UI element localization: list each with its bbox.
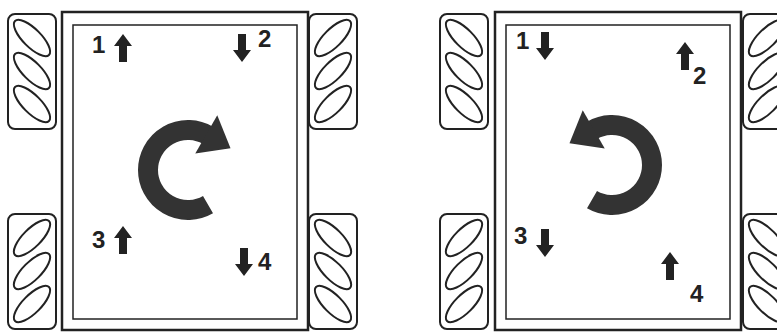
mecanum-wheel [309, 14, 357, 129]
callout-number: 4 [690, 282, 703, 306]
wheel-direction-arrow [676, 42, 694, 70]
robot-chassis [495, 12, 741, 330]
callout-number: 1 [92, 33, 105, 57]
mecanum-wheel [440, 14, 488, 129]
rotation-arrow [148, 115, 231, 210]
mecanum-wheel [309, 214, 357, 329]
mecanum-wheel [8, 214, 56, 329]
callout-number: 2 [258, 27, 271, 51]
callout-number: 4 [258, 250, 271, 274]
callout-number: 3 [92, 228, 105, 252]
mecanum-wheel [743, 14, 777, 129]
callout-number: 1 [516, 29, 529, 53]
robot-chassis [62, 12, 308, 330]
chassis-inner-frame [73, 25, 297, 319]
callout-number: 3 [514, 224, 527, 248]
wheel-direction-arrow [233, 34, 251, 62]
wheel-direction-arrow [661, 252, 679, 280]
mecanum-wheel [440, 214, 488, 329]
mecanum-wheel [743, 214, 777, 329]
chassis-inner-frame [506, 25, 730, 319]
wheel-direction-arrow [114, 226, 132, 254]
mecanum-wheel [8, 14, 56, 129]
rotation-arrow [569, 110, 652, 205]
callout-number: 2 [693, 64, 706, 88]
wheel-direction-arrow [536, 229, 554, 257]
wheel-direction-arrow [235, 248, 253, 276]
wheel-direction-arrow [114, 34, 132, 62]
wheel-direction-arrow [536, 32, 554, 60]
